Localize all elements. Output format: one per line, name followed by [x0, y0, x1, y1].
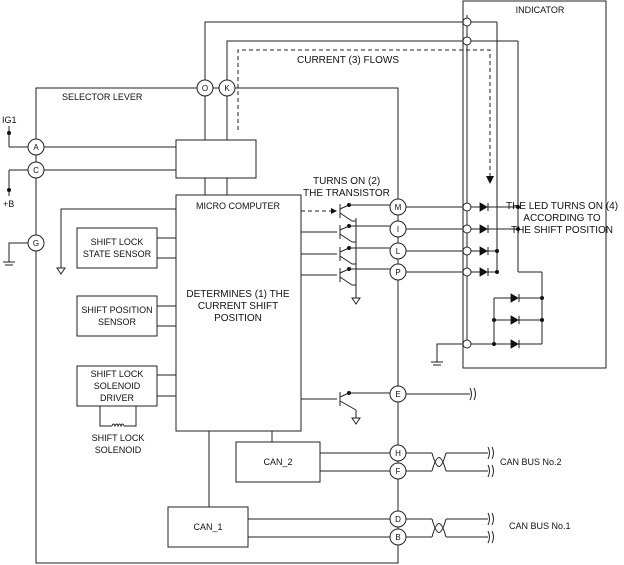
led-label-line-2: ACCORDING TO — [523, 213, 601, 224]
can2-box — [235, 441, 321, 483]
shift-lock-state-sensor-line-1: SHIFT LOCK — [91, 237, 144, 247]
shift-lock-solenoid-driver — [76, 365, 158, 407]
shift-position-sensor-line-2: SENSOR — [98, 317, 137, 327]
wire-mc-ground — [60, 208, 176, 268]
led-row-m — [471, 202, 518, 212]
can-bus-2-label: CAN BUS No.2 — [500, 457, 562, 467]
led-row-l — [471, 246, 497, 256]
ig1-label: IG1 — [2, 115, 17, 125]
can-bus-1-label: CAN BUS No.1 — [509, 521, 571, 531]
can-bus-2-twisted-pair — [406, 446, 494, 478]
wire-k-indicator — [226, 40, 467, 80]
indicator-terminals — [462, 17, 472, 349]
wire-g-ground — [8, 242, 28, 262]
ground-symbol-mc — [56, 267, 66, 275]
ground-symbol-transistors — [351, 297, 361, 305]
connector-o-label: O — [202, 84, 208, 93]
determines-line-2: CURRENT SHIFT — [198, 301, 278, 312]
shift-position-sensor — [76, 295, 158, 337]
turns-on-line-1: TURNS ON (2) — [313, 176, 380, 187]
led-row-p — [471, 267, 497, 277]
determines-line-3: POSITION — [214, 313, 262, 324]
wire-indicator-ground — [436, 343, 463, 362]
power-supply-block — [175, 139, 257, 179]
ground-symbol-g — [3, 261, 15, 266]
connector-c-label: C — [33, 166, 39, 175]
shift-position-sensor-line-1: SHIFT POSITION — [81, 305, 152, 315]
ground-symbol-indicator — [431, 361, 443, 366]
current-flows-label: CURRENT (3) FLOWS — [297, 55, 399, 66]
plus-b-node — [7, 188, 11, 192]
connector-h-label: H — [395, 449, 401, 458]
micro-computer-label: MICRO COMPUTER — [196, 201, 280, 211]
can2-label: CAN_2 — [263, 457, 292, 467]
connector-l-label: L — [396, 247, 401, 256]
transistor-row-p — [301, 267, 353, 286]
indicator-box — [462, 0, 607, 369]
connector-i-label: I — [397, 225, 399, 234]
connector-e-label: E — [395, 390, 400, 399]
solenoid-driver-line-2: SOLENOID — [94, 381, 141, 391]
can-bus-1-twisted-pair — [406, 512, 494, 544]
can1-box — [167, 506, 249, 548]
break-mark-e — [469, 387, 476, 401]
ig1-node — [7, 131, 11, 135]
shift-lock-state-sensor — [76, 227, 158, 269]
solenoid-label-line-1: SHIFT LOCK — [92, 433, 145, 443]
led-label-line-3: THE SHIFT POSITION — [511, 225, 613, 236]
indicator-label: INDICATOR — [516, 5, 565, 15]
connector-g-label: G — [33, 239, 39, 248]
micro-computer-box — [175, 194, 302, 432]
solenoid-driver-line-1: SHIFT LOCK — [91, 369, 144, 379]
solenoid-label-line-2: SOLENOID — [95, 445, 142, 455]
turns-on-line-2: THE TRANSISTOR — [303, 188, 390, 199]
connector-p-label: P — [395, 268, 400, 277]
led-label-line-1: THE LED TURNS ON (4) — [506, 201, 618, 212]
can1-label: CAN_1 — [193, 522, 222, 532]
connector-f-label: F — [396, 467, 401, 476]
led-row-i — [471, 224, 518, 234]
selector-lever-label: SELECTOR LEVER — [62, 92, 143, 102]
solenoid-coil — [111, 423, 125, 428]
shift-lock-state-sensor-line-2: STATE SENSOR — [83, 249, 152, 259]
plus-b-label: +B — [3, 199, 14, 209]
transistor-row-m — [301, 203, 353, 222]
connector-m-label: M — [395, 203, 402, 212]
led-array-lower — [471, 293, 544, 349]
connector-a-label: A — [33, 143, 39, 152]
wire-solenoid-left — [99, 406, 112, 427]
solenoid-driver-line-3: DRIVER — [100, 393, 135, 403]
current-flow-arrow — [237, 49, 491, 178]
determines-line-1: DETERMINES (1) THE — [186, 289, 289, 300]
current-flow-arrowhead — [486, 176, 494, 184]
connector-k-label: K — [224, 84, 230, 93]
connector-d-label: D — [395, 515, 401, 524]
wire-o-indicator — [204, 21, 467, 80]
wire-solenoid-right — [124, 406, 137, 427]
connector-b-label: B — [395, 533, 400, 542]
